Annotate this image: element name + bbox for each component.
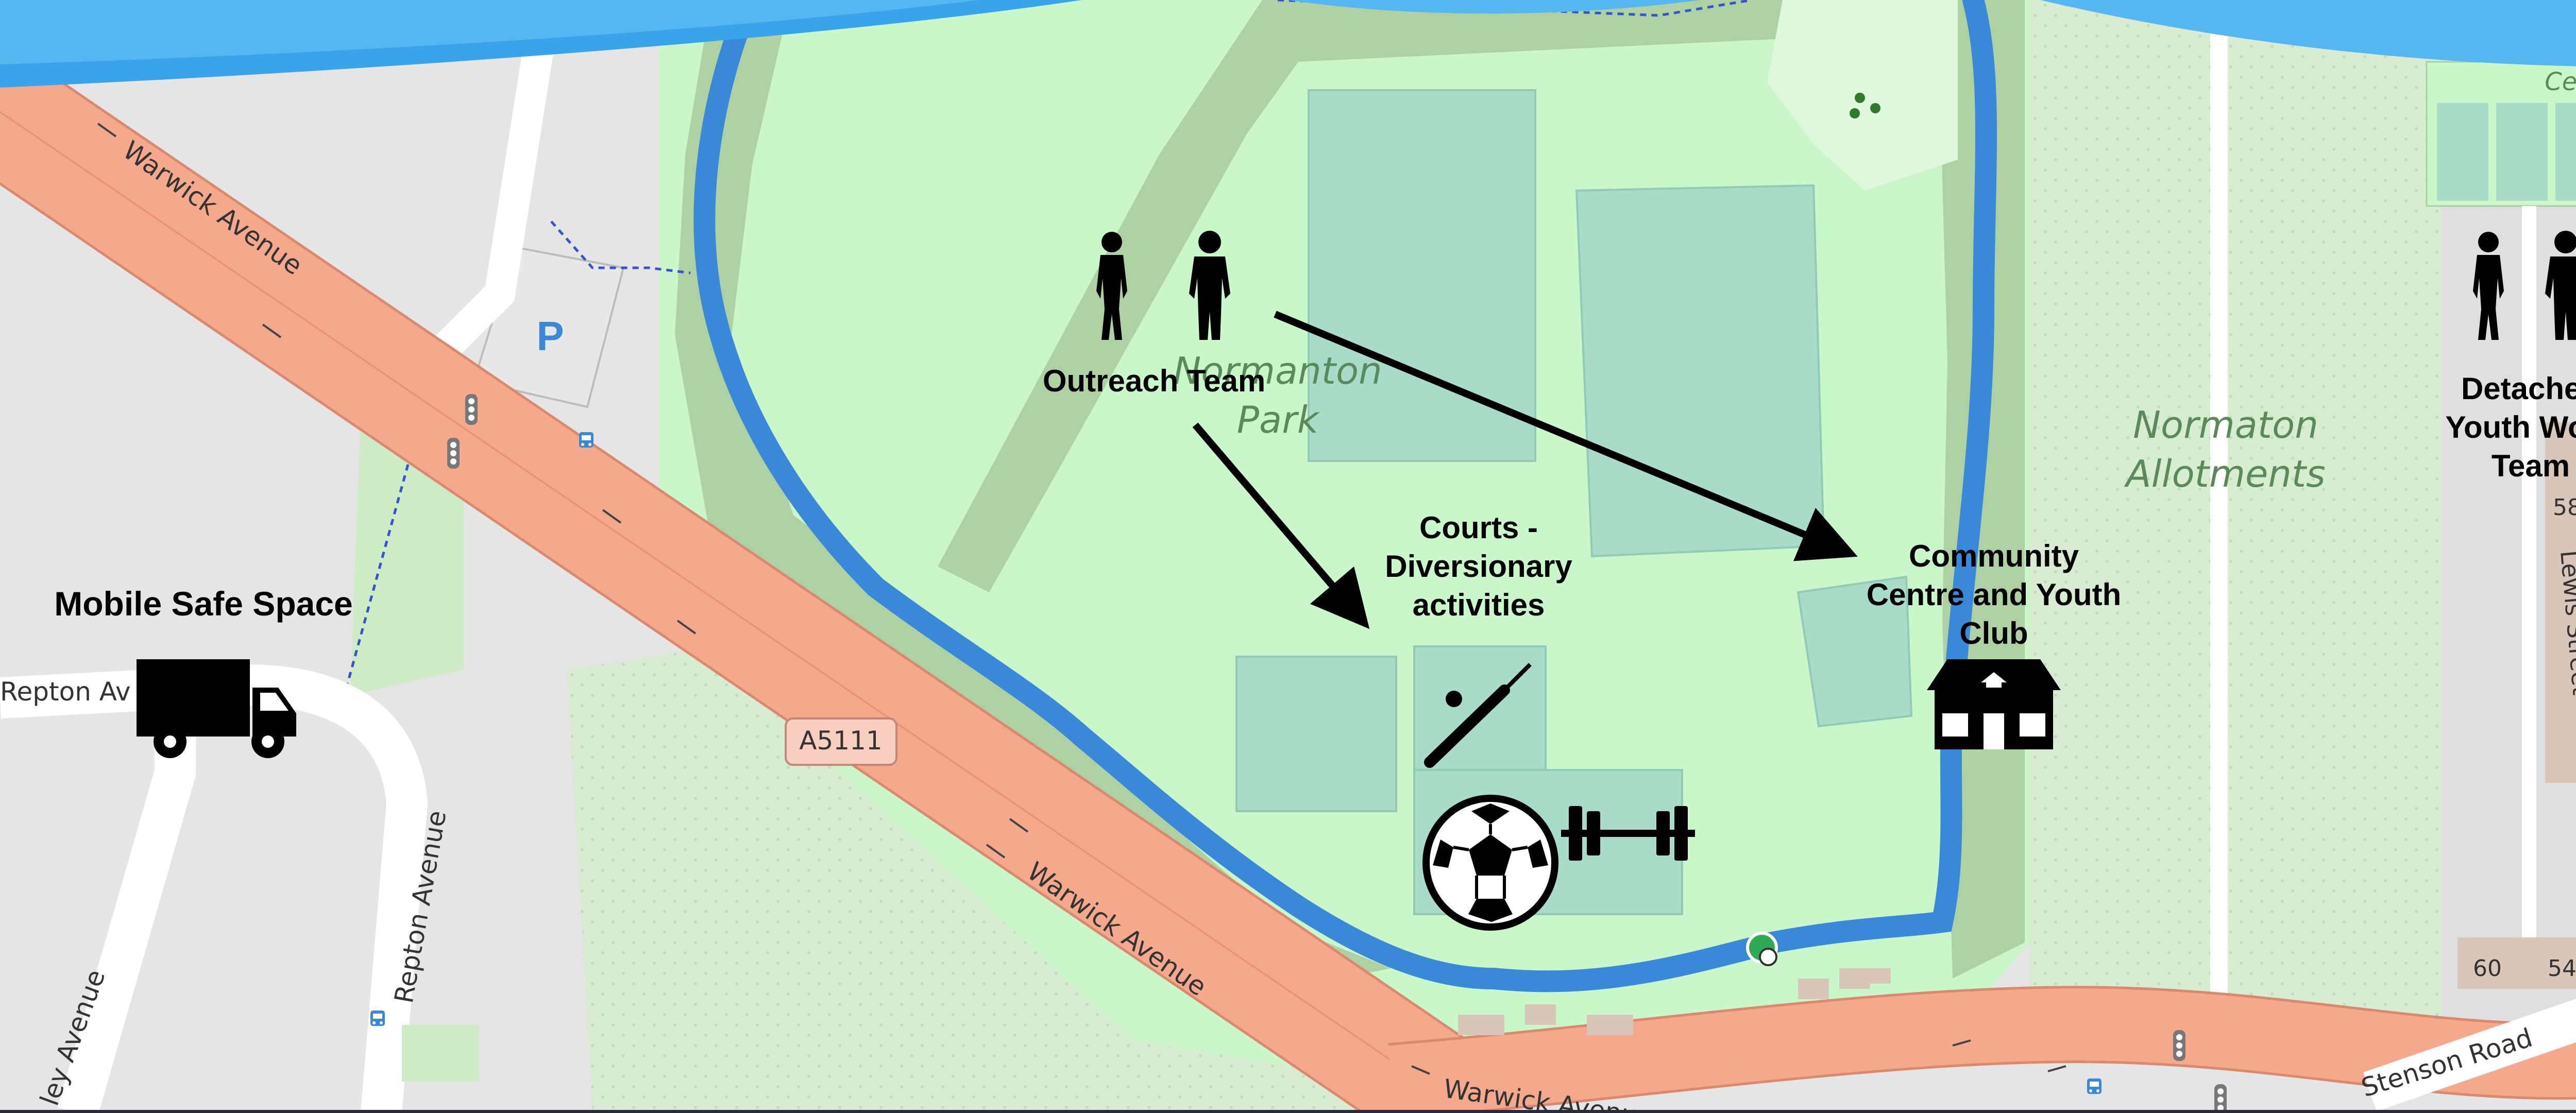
footpath <box>550 220 691 275</box>
allotments-name-1: Normaton <box>2133 403 2318 447</box>
bus-stop-icon <box>2087 1078 2102 1094</box>
court-1 <box>1235 656 1397 812</box>
centre-bay-2 <box>2496 103 2548 201</box>
repton-avenue-road <box>0 664 428 1113</box>
detached-label-1: Detached <box>2461 371 2576 406</box>
arrow-to-community <box>1274 311 1858 561</box>
courts-label-1: Courts - <box>1419 510 1538 545</box>
small-buildings <box>1458 968 1891 1035</box>
pitch-3 <box>1797 575 1913 728</box>
top-banner-right <box>2040 0 2576 66</box>
pitch-1 <box>1308 89 1536 462</box>
walking-route <box>693 0 1997 992</box>
top-banner-center <box>1288 0 1700 14</box>
house-row <box>2545 422 2576 783</box>
house-number-58: 58 <box>2553 494 2576 521</box>
oneway-arrows <box>97 123 2066 1075</box>
building-icon <box>1927 659 2061 749</box>
street-label-repton-short: Repton Av <box>0 677 131 707</box>
svg-text:A5111: A5111 <box>799 726 882 756</box>
parking-sign: P <box>536 313 564 359</box>
allotments-area <box>2030 0 2442 1020</box>
community-label-2: Centre and Youth <box>1867 577 2121 612</box>
centre-bay-1 <box>2437 103 2488 201</box>
tree-belt-north <box>938 0 1958 592</box>
traffic-light-icon <box>447 438 460 469</box>
dumbbell-icon <box>1561 806 1695 861</box>
outreach-team-label: Outreach Team <box>1043 364 1265 398</box>
allotments-name-2: Allotments <box>2124 452 2325 495</box>
playground-icon <box>1850 93 1880 118</box>
park-name-1: Normanton <box>1173 349 1382 392</box>
detached-label-2: Youth Work <box>2445 410 2576 444</box>
route-marker <box>1746 932 1778 966</box>
arrow-to-courts <box>1192 422 1370 629</box>
centre-bay-3 <box>2555 103 2576 201</box>
community-label-1: Community <box>1909 539 2079 573</box>
detached-label-3: Team <box>2492 449 2570 483</box>
cricket-bat-icon <box>1424 663 1532 768</box>
traffic-light-icon <box>2173 1030 2185 1061</box>
bus-stop-icon <box>579 432 594 448</box>
traffic-light-icon <box>2214 1084 2227 1113</box>
football-icon <box>1422 795 1558 931</box>
courts-label-3: activities <box>1413 588 1545 622</box>
side-road <box>427 0 562 367</box>
house-number-60: 60 <box>2473 955 2502 982</box>
pitch-2 <box>1575 184 1825 558</box>
truck-icon <box>137 659 296 758</box>
small-green <box>402 1025 479 1082</box>
mobile-safe-space-label: Mobile Safe Space <box>54 585 353 623</box>
house-row-2 <box>2458 937 2576 989</box>
centre-name: Centre <box>2545 67 2576 96</box>
house-number-54: 54 <box>2548 955 2576 982</box>
stenson-road-side <box>2363 999 2576 1111</box>
traffic-light-icon <box>465 394 478 425</box>
bottom-border <box>0 1110 2576 1113</box>
lewis-street-road <box>2210 31 2228 1009</box>
bus-stop-icon <box>370 1011 385 1026</box>
top-banner-wave <box>0 0 979 64</box>
lewis-street-right <box>2522 206 2536 979</box>
courts-label-2: Diversionary <box>1385 549 1572 584</box>
park-name-2: Park <box>1237 398 1320 441</box>
road-ref-shield: A5111 <box>785 717 897 766</box>
warwick-avenue-divider <box>0 111 1469 1113</box>
community-label-3: Club <box>1959 616 2028 650</box>
